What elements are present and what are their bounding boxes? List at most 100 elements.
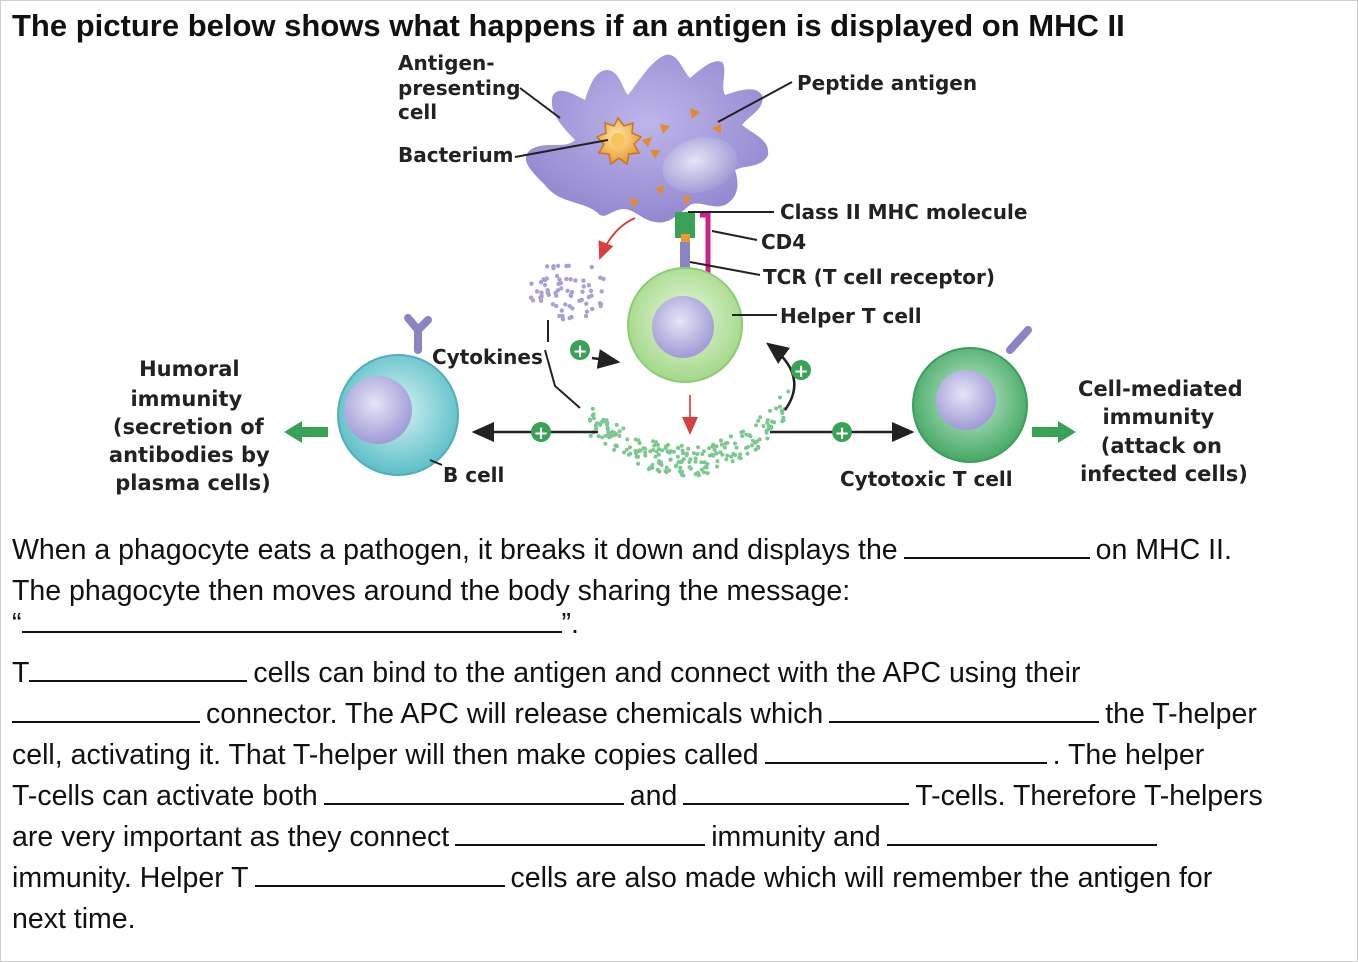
apc-label: Antigen- presenting cell <box>398 51 527 124</box>
cytokine-dot <box>545 290 551 295</box>
released-cytokine-dot <box>756 418 761 423</box>
released-cytokine-dot <box>663 446 668 451</box>
released-cytokine-dot <box>770 419 774 424</box>
released-cytokine-dot <box>755 439 759 444</box>
blank-chemical-action[interactable] <box>829 695 1100 723</box>
released-cytokine-dot <box>710 444 715 449</box>
helper-t-label: Helper T cell <box>780 304 922 328</box>
cd4-molecule <box>700 212 711 280</box>
released-cytokine-dot <box>636 461 641 466</box>
released-cytokine-dot <box>702 460 707 465</box>
released-cytokine-dot <box>617 433 622 438</box>
released-cytokine-dot <box>738 452 743 457</box>
released-cytokine-dot <box>622 450 626 455</box>
released-cytokine-dot <box>703 465 708 470</box>
cytokines-label: Cytokines <box>432 345 543 369</box>
released-cytokine-dot <box>741 429 746 434</box>
released-cytokine-dot <box>614 422 619 427</box>
cytokine-dot <box>529 281 534 286</box>
cytokine-dot <box>581 284 586 289</box>
released-cytokine-dot <box>774 406 779 411</box>
cytokine-dot <box>568 277 573 282</box>
released-cytokine-dot <box>753 447 758 452</box>
released-cytokine-dot <box>702 470 706 475</box>
released-cytokine-dot <box>705 471 710 476</box>
released-cytokine-dot <box>769 426 774 430</box>
cytokine-dot <box>560 317 566 322</box>
leader-lines <box>429 81 793 466</box>
svg-text:+: + <box>793 361 808 382</box>
peptide-antigens <box>630 108 721 208</box>
released-cytokine-dot <box>607 435 611 440</box>
released-cytokine-dot <box>697 473 701 478</box>
released-cytokine-dot <box>650 462 655 467</box>
cell-mediated-immunity-label: Cell-mediated immunity (attack on infect… <box>1078 377 1250 486</box>
released-cytokine-dot <box>744 446 748 450</box>
cytokine-dot <box>567 304 572 309</box>
immune-response-diagram: + + + + Antigen- presenting cell Bacteri… <box>109 51 1250 495</box>
released-cytokine-dot <box>621 426 626 431</box>
blank-connector[interactable] <box>12 695 200 723</box>
released-cytokine-dot <box>758 415 763 420</box>
released-cytokine-dot <box>693 456 698 461</box>
blank-memory[interactable] <box>254 859 505 887</box>
released-cytokine-dot <box>715 459 720 464</box>
cytokine-dot <box>542 282 548 288</box>
b-cell-label: B cell <box>443 463 504 487</box>
released-cytokine-dot <box>718 438 723 443</box>
blank-cell-1[interactable] <box>323 777 624 805</box>
released-cytokine-dot <box>591 412 596 417</box>
released-cytokine-dot <box>765 418 770 423</box>
released-cytokine-dot <box>687 460 692 464</box>
released-cytokine-dot <box>765 436 770 441</box>
cytokine-dot <box>539 290 544 295</box>
cytokine-dot <box>539 293 544 299</box>
released-cytokine-dot <box>725 440 730 445</box>
helper-t-nucleus <box>652 296 714 358</box>
released-cytokine-dot <box>654 449 659 454</box>
released-cytokine-dot <box>724 457 729 462</box>
released-cytokine-dot <box>750 443 754 448</box>
released-cytokine-dot <box>624 447 629 452</box>
blank-immunity-2[interactable] <box>886 818 1157 846</box>
cytokine-dot <box>588 288 594 293</box>
blank-immunity-1[interactable] <box>455 818 706 846</box>
blank-t-cell-type[interactable] <box>29 654 248 682</box>
cytokine-dot <box>581 278 586 283</box>
released-cytokine-dot <box>719 442 724 447</box>
tcr-stem <box>680 242 690 274</box>
released-cytokine-dot <box>718 450 723 455</box>
cytokine-dot <box>563 302 568 307</box>
cytotoxic-t-receptor <box>1006 326 1032 354</box>
released-cytokine-dot <box>617 429 622 434</box>
released-cytokine-dot <box>768 408 772 413</box>
blank-message[interactable] <box>21 605 562 633</box>
released-cytokine-dot <box>643 446 648 451</box>
bacterium <box>595 116 643 166</box>
blank-copies[interactable] <box>764 736 1047 764</box>
released-cytokine-dot <box>626 452 631 457</box>
released-cytokine-dot <box>673 464 678 469</box>
released-cytokine-dot <box>737 455 742 460</box>
cytokine-dot <box>589 264 594 270</box>
released-cytokine-dots <box>588 389 791 478</box>
released-cytokine-dot <box>590 406 595 411</box>
released-cytokine-dot <box>650 466 655 470</box>
released-cytokine-dot <box>588 417 592 422</box>
cytokine-dot <box>555 263 561 268</box>
released-cytokine-dot <box>693 459 698 464</box>
text-line-6: cell, activating it. That T-helper will … <box>12 735 1204 776</box>
blank-cell-2[interactable] <box>683 777 910 805</box>
released-cytokine-dot <box>754 423 758 428</box>
released-cytokine-dot <box>668 457 673 462</box>
released-cytokine-dot <box>614 431 618 436</box>
cytokine-dot <box>559 308 564 313</box>
cytokine-dot <box>554 273 560 279</box>
blank-antigen[interactable] <box>903 531 1090 559</box>
cytokine-dot <box>580 289 585 294</box>
released-cytokine-dot <box>657 469 662 474</box>
released-cytokine-dot <box>733 453 738 457</box>
svg-text:+: + <box>533 423 548 444</box>
